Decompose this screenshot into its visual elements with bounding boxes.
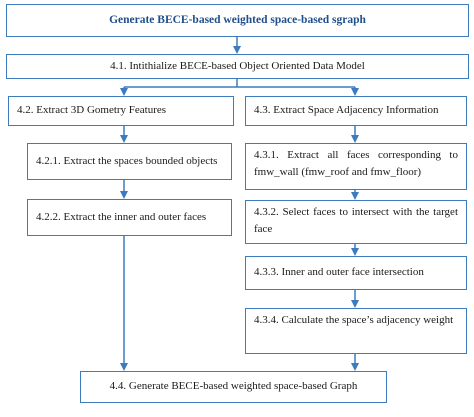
step-4-3-3-box: 4.3.3. Inner and outer face intersection bbox=[245, 256, 467, 290]
step-4-3-box: 4.3. Extract Space Adjacency Information bbox=[245, 96, 467, 126]
step-4-3-3-text: 4.3.3. Inner and outer face intersection bbox=[254, 266, 424, 279]
title-text: Generate BECE-based weighted space-based… bbox=[109, 13, 366, 26]
step-4-3-4-box: 4.3.4. Calculate the space’s adjacency w… bbox=[245, 308, 467, 354]
step-4-2-text: 4.2. Extract 3D Gometry Features bbox=[17, 104, 167, 117]
step-4-3-2-text: 4.3.2. Select faces to intersect with th… bbox=[254, 206, 458, 236]
step-4-1-text: 4.1. Intithialize BECE-based Object Orie… bbox=[110, 59, 365, 72]
step-4-4-text: 4.4. Generate BECE-based weighted space-… bbox=[109, 380, 358, 393]
step-4-2-2-text: 4.2.2. Extract the inner and outer faces bbox=[36, 210, 207, 223]
step-4-3-1-box: 4.3.1. Extract all faces corresponding t… bbox=[245, 143, 467, 190]
step-4-2-2-box: 4.2.2. Extract the inner and outer faces bbox=[27, 199, 232, 236]
step-4-3-1-text: 4.3.1. Extract all faces corresponding t… bbox=[254, 149, 458, 179]
step-4-3-2-box: 4.3.2. Select faces to intersect with th… bbox=[245, 200, 467, 244]
step-4-3-text: 4.3. Extract Space Adjacency Information bbox=[254, 104, 439, 117]
step-4-1-box: 4.1. Intithialize BECE-based Object Orie… bbox=[6, 54, 469, 79]
step-4-2-1-box: 4.2.1. Extract the spaces bounded object… bbox=[27, 143, 232, 180]
step-4-2-box: 4.2. Extract 3D Gometry Features bbox=[8, 96, 234, 126]
step-4-4-box: 4.4. Generate BECE-based weighted space-… bbox=[80, 371, 387, 403]
title-box: Generate BECE-based weighted space-based… bbox=[6, 4, 469, 37]
step-4-2-1-text: 4.2.1. Extract the spaces bounded object… bbox=[36, 154, 218, 167]
step-4-3-4-text: 4.3.4. Calculate the space’s adjacency w… bbox=[254, 314, 454, 326]
